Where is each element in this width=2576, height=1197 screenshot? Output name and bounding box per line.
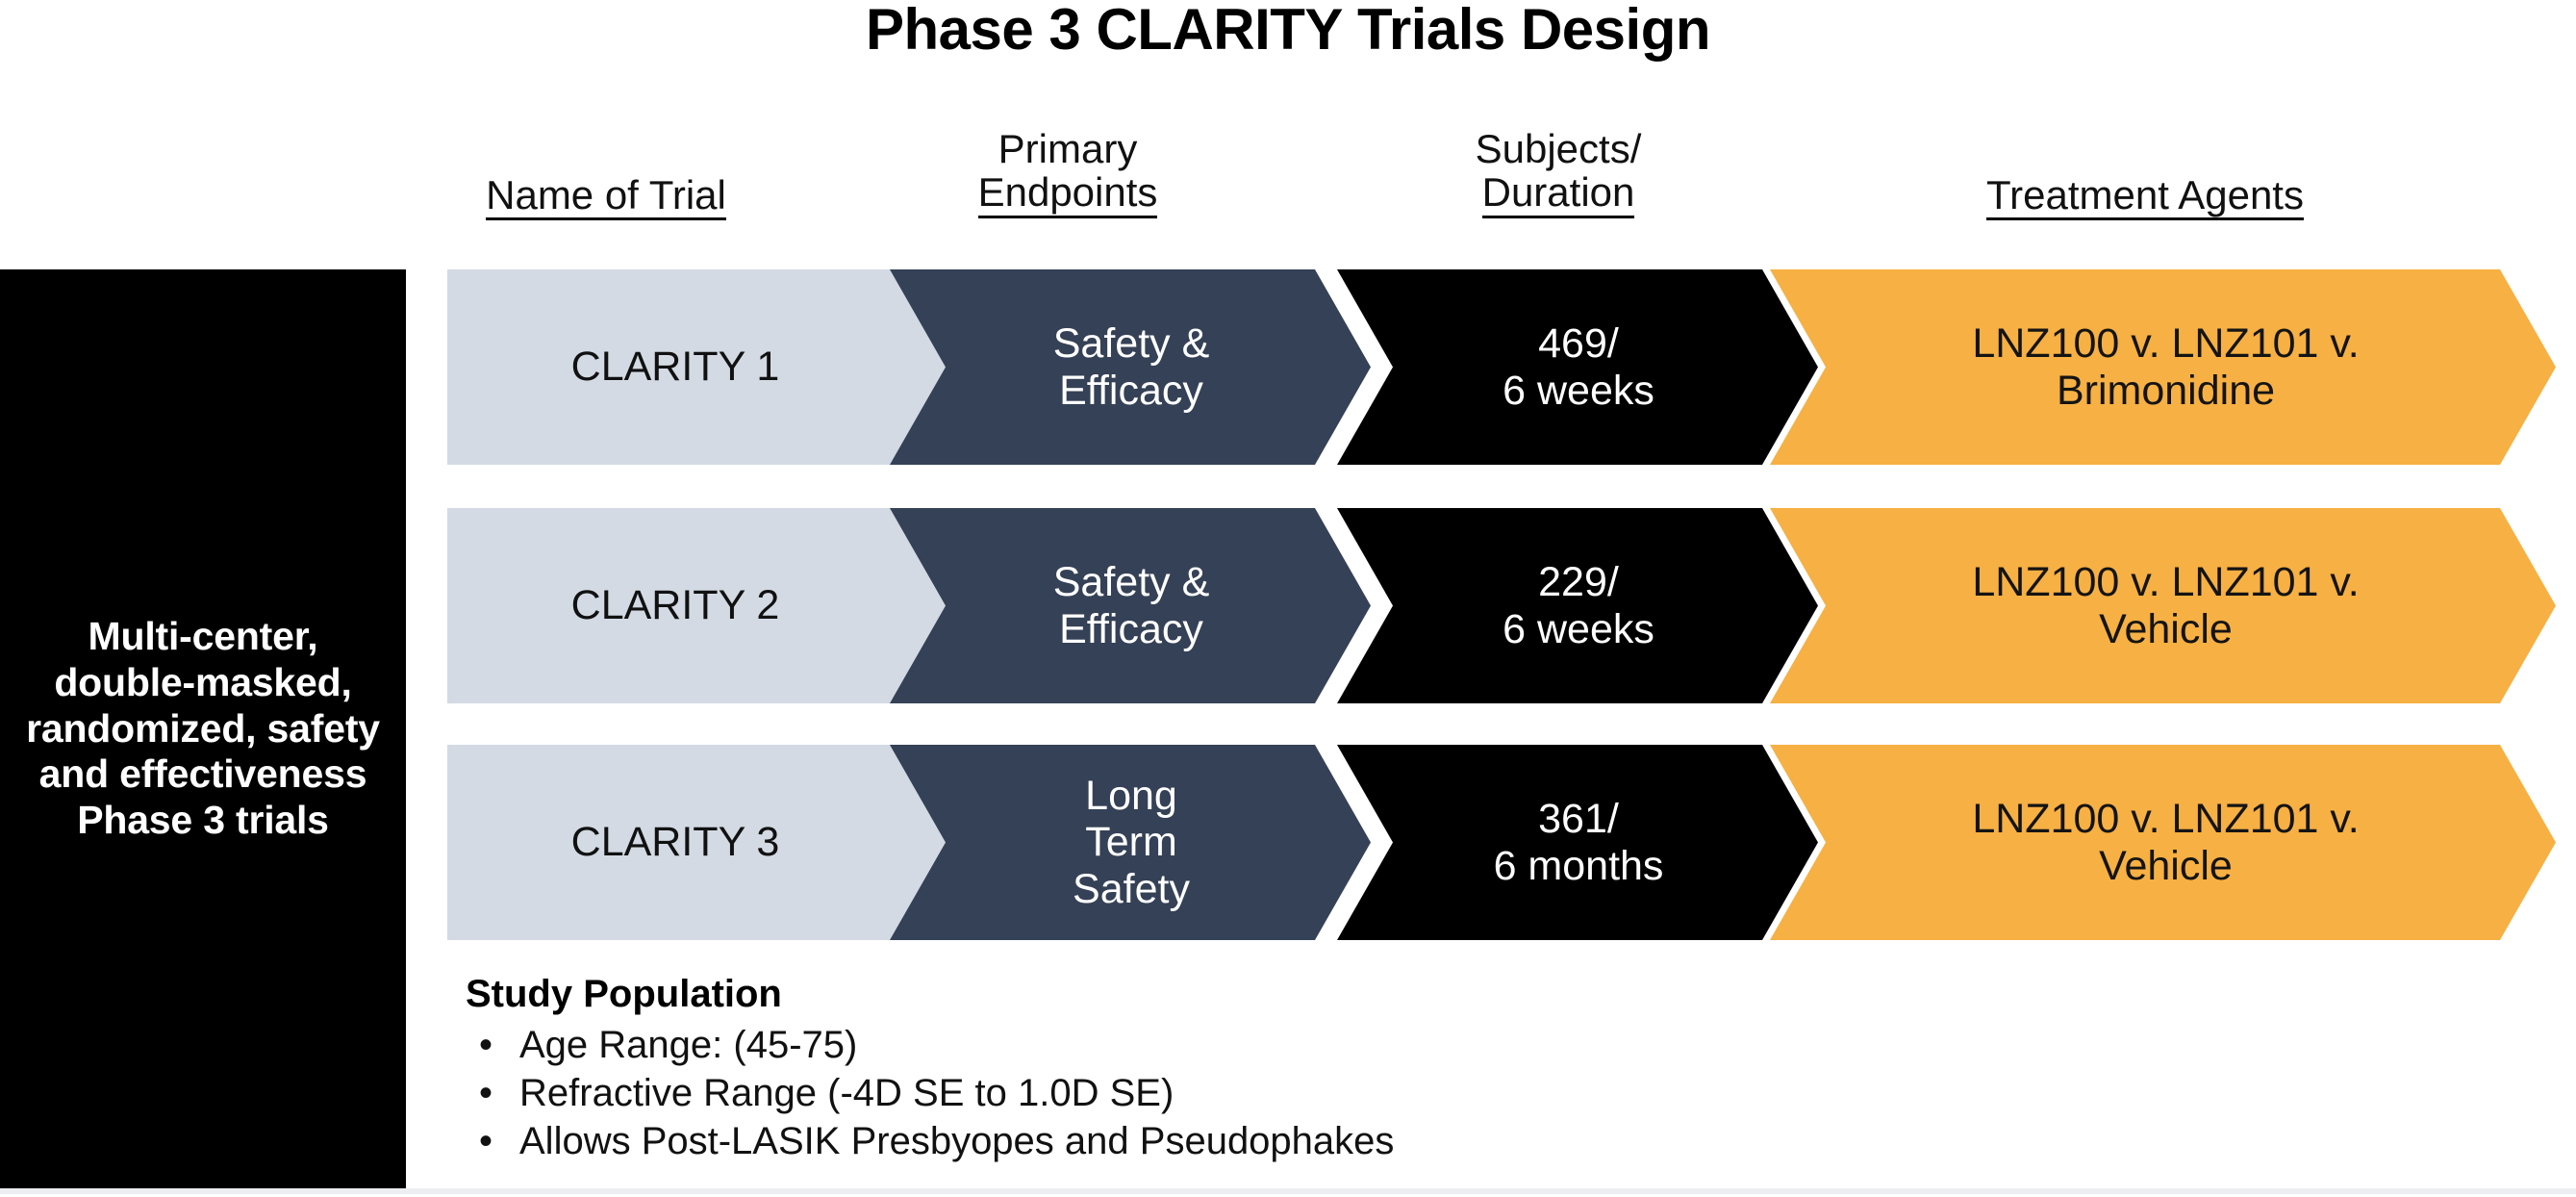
endpoint-line-1: Safety & xyxy=(1052,559,1210,606)
column-header-name-of-trial: Name of Trial xyxy=(404,173,808,221)
treatment-line-2: Brimonidine xyxy=(2056,367,2276,414)
bullet-icon: • xyxy=(479,1024,493,1067)
trial-description-text: Multi-center, double-masked, randomized,… xyxy=(26,613,380,843)
column-header-primary-endpoints: Primary Endpoints xyxy=(895,127,1241,218)
duration-value: 6 weeks xyxy=(1503,605,1654,652)
endpoint-line-2: Term xyxy=(1085,819,1177,866)
primary-endpoint-label: Safety & Efficacy xyxy=(1053,320,1210,413)
treatment-agents-chevron[interactable]: LNZ100 v. LNZ101 v. Brimonidine xyxy=(1770,269,2556,465)
subjects-count: 469/ xyxy=(1538,320,1619,368)
column-header-primary-endpoints-line2: Endpoints xyxy=(977,170,1158,218)
subjects-duration-chevron[interactable]: 469/ 6 weeks xyxy=(1337,269,1818,465)
treatment-line-1: LNZ100 v. LNZ101 v. xyxy=(1972,320,2360,368)
list-item-label: Age Range: (45-75) xyxy=(519,1024,858,1067)
study-population-title: Study Population xyxy=(466,973,782,1015)
list-item-label: Allows Post-LASIK Presbyopes and Pseudop… xyxy=(519,1120,1395,1163)
page-title: Phase 3 CLARITY Trials Design xyxy=(865,0,1711,62)
duration-value: 6 months xyxy=(1493,842,1664,889)
endpoint-line-2: Efficacy xyxy=(1059,367,1203,414)
treatment-agents-label: LNZ100 v. LNZ101 v. Vehicle xyxy=(1972,796,2359,888)
treatment-agents-label: LNZ100 v. LNZ101 v. Vehicle xyxy=(1972,559,2359,651)
treatment-line-1: LNZ100 v. LNZ101 v. xyxy=(1972,559,2360,606)
column-header-name-of-trial-label: Name of Trial xyxy=(486,173,726,221)
endpoint-line-1: Safety & xyxy=(1052,320,1210,368)
subjects-count: 229/ xyxy=(1538,559,1619,606)
bottom-divider xyxy=(0,1188,2576,1194)
primary-endpoint-chevron[interactable]: Safety & Efficacy xyxy=(890,508,1371,703)
list-item-label: Refractive Range (-4D SE to 1.0D SE) xyxy=(519,1072,1174,1115)
table-row: CLARITY 3 Long Term Safety 361/ 6 months… xyxy=(0,745,2576,940)
column-header-primary-endpoints-line1: Primary xyxy=(998,126,1138,171)
treatment-line-1: LNZ100 v. LNZ101 v. xyxy=(1972,796,2360,843)
study-population-list: • Age Range: (45-75) • Refractive Range … xyxy=(466,1021,1908,1165)
subjects-duration-label: 361/ 6 months xyxy=(1494,796,1664,888)
primary-endpoint-chevron[interactable]: Safety & Efficacy xyxy=(890,269,1371,465)
subjects-duration-label: 229/ 6 weeks xyxy=(1503,559,1654,651)
subjects-duration-chevron[interactable]: 361/ 6 months xyxy=(1337,745,1818,940)
bullet-icon: • xyxy=(479,1120,493,1163)
treatment-agents-chevron[interactable]: LNZ100 v. LNZ101 v. Vehicle xyxy=(1770,745,2556,940)
list-item: • Refractive Range (-4D SE to 1.0D SE) xyxy=(466,1069,1908,1117)
endpoint-line-3: Safety xyxy=(1073,865,1190,912)
bullet-icon: • xyxy=(479,1072,493,1115)
primary-endpoint-label: Safety & Efficacy xyxy=(1053,559,1210,651)
table-row: CLARITY 1 Safety & Efficacy 469/ 6 weeks… xyxy=(0,269,2576,465)
column-headers: Name of Trial Primary Endpoints Subjects… xyxy=(0,127,2576,252)
trial-name-label: CLARITY 2 xyxy=(570,582,780,629)
column-header-subjects-duration-line1: Subjects/ xyxy=(1475,126,1642,171)
table-row: CLARITY 2 Safety & Efficacy 229/ 6 weeks… xyxy=(0,508,2576,703)
endpoint-line-2: Efficacy xyxy=(1059,605,1203,652)
subjects-count: 361/ xyxy=(1538,796,1619,843)
treatment-agents-chevron[interactable]: LNZ100 v. LNZ101 v. Vehicle xyxy=(1770,508,2556,703)
column-header-treatment-agents-label: Treatment Agents xyxy=(1986,173,2304,221)
treatment-line-2: Vehicle xyxy=(2099,842,2233,889)
subjects-duration-label: 469/ 6 weeks xyxy=(1503,320,1654,413)
primary-endpoint-label: Long Term Safety xyxy=(1073,773,1190,911)
trial-name-label: CLARITY 3 xyxy=(570,819,780,866)
trial-description-panel: Multi-center, double-masked, randomized,… xyxy=(0,269,406,1188)
treatment-line-2: Vehicle xyxy=(2099,605,2233,652)
list-item: • Age Range: (45-75) xyxy=(466,1021,1908,1069)
trial-name-label: CLARITY 1 xyxy=(570,344,780,391)
trial-name-chevron[interactable]: CLARITY 2 xyxy=(447,508,947,703)
duration-value: 6 weeks xyxy=(1503,367,1654,414)
column-header-treatment-agents: Treatment Agents xyxy=(1856,173,2434,221)
subjects-duration-chevron[interactable]: 229/ 6 weeks xyxy=(1337,508,1818,703)
endpoint-line-1: Long xyxy=(1085,773,1177,820)
list-item: • Allows Post-LASIK Presbyopes and Pseud… xyxy=(466,1117,1908,1165)
trial-name-chevron[interactable]: CLARITY 3 xyxy=(447,745,947,940)
study-population-section: Study Population • Age Range: (45-75) • … xyxy=(466,972,1908,1165)
column-header-subjects-duration: Subjects/ Duration xyxy=(1385,127,1731,218)
primary-endpoint-chevron[interactable]: Long Term Safety xyxy=(890,745,1371,940)
column-header-subjects-duration-line2: Duration xyxy=(1481,170,1635,218)
trial-name-chevron[interactable]: CLARITY 1 xyxy=(447,269,947,465)
treatment-agents-label: LNZ100 v. LNZ101 v. Brimonidine xyxy=(1972,320,2359,413)
